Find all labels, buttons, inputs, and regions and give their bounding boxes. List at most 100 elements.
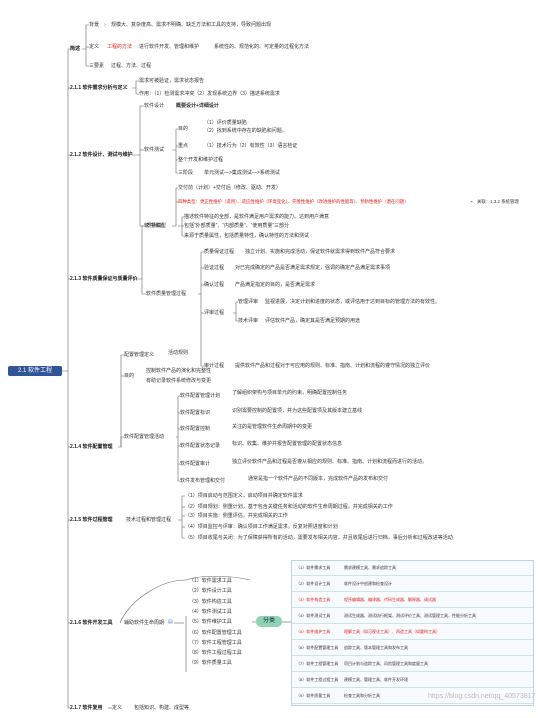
maintenance-label: 软件维护 (144, 223, 165, 229)
category-node[interactable]: 分类 (256, 616, 282, 627)
overview-definition-red: 工程的方法 (107, 44, 133, 50)
config-status-text: 标识、收集、维护并报告配置管理的配置状态信息 (232, 441, 343, 447)
quality-model-a: 描述软件特征的全部，是软件满足用户需求的能力。达到用户满意 (184, 214, 330, 220)
config-definition-text: 活动规则 (168, 350, 189, 356)
tool-item: （1）软件需求工具 (189, 578, 232, 584)
config-identify-label: 软件配置标识 (180, 410, 211, 416)
table-row: （4）软件测试工具 测试生成器、测试执行框架、测试评价工具、测试管理工具、性能分析… (292, 609, 533, 625)
tools-sub-label: 辅助软件生命周期 (124, 620, 165, 626)
quality-model-label: 质量模型 (146, 223, 167, 229)
process-sub-label: 技术过程和管理过程 (126, 517, 172, 523)
table-cell-tool: （7）软件工程管理工具 (296, 661, 339, 666)
overview-elements-label: 三要素 (89, 63, 105, 69)
table-row: （2）软件设计工具软件设计中创建和检查设计 (292, 577, 533, 593)
table-cell-desc: 测试生成器、测试执行框架、测试评价工具、测试管理工具、性能分析工具 (344, 613, 476, 618)
tool-item: （2）软件设计工具 (189, 588, 232, 595)
verification-text: 对已完成确定的产品是否满足需求规定，强调的确定产品满足需求事项 (235, 265, 391, 271)
process-step-1: （1）项目启动与范围定义，启动项目并确定软件需求 (185, 493, 303, 499)
management-review-text: 监视进展，决定计划和进度的状态，或评估用于达到目标的管理方法的有效性。 (265, 299, 441, 305)
table-row: （8）软件工程过程工具建模工具、管理工具、软件开发环境 (292, 673, 533, 689)
config-purpose-a: 控制软件产品的演化和完整性 (146, 368, 212, 374)
qa-process-label: 质量保证过程 (204, 249, 235, 255)
management-review-label: 管理评审 (238, 299, 259, 305)
link-icon[interactable]: ⌁ (470, 199, 474, 205)
tool-item: （3）软件构造工具 (189, 598, 232, 605)
table-row: （1）软件需求工具 需求建模工具、需求追踪工具 (292, 561, 533, 577)
note-icon[interactable]: ▤ (168, 619, 173, 625)
config-definition-label: 配置管理定义 (124, 352, 155, 358)
testing-flow: 整个开发和维护过程 (178, 157, 224, 163)
reuse-definition-label: 定义 (112, 705, 123, 711)
testing-target-label: 目的 (178, 126, 189, 132)
testing-target-1: （1）评价质量缺陷 (204, 120, 247, 126)
table-cell-tool: （8）软件工程过程工具 (296, 677, 339, 682)
config-audit-label: 软件配置审计 (180, 461, 211, 467)
audit-label: 审计过程 (204, 363, 225, 369)
maintenance-text-a: 交付前（计划）+交付后（修改、驱动、开发） (178, 185, 281, 191)
verification-label: 验证过程 (204, 265, 225, 271)
review-label: 评审过程 (204, 310, 225, 316)
quality-management-label: 软件质量管理过程 (146, 291, 187, 297)
section-overview[interactable]: 简述 (70, 46, 81, 52)
root-node[interactable]: 2.1 软件工程 (8, 366, 62, 376)
process-step-3: （3）项目实施：侧重评估，并完成相关的工作 (185, 513, 288, 519)
maintenance-note[interactable]: 关联：1.3.2 系统管理 (477, 199, 519, 204)
design-label: 软件设计 (144, 103, 165, 109)
table-cell-desc: 项目计划与追踪工具、风险管理工具和度量工具 (344, 661, 428, 666)
table-cell-tool: （9）软件质量工具 (296, 693, 331, 698)
config-purpose-label: 目的 (124, 373, 135, 379)
table-cell-tool: （5）软件维护工具 (296, 629, 331, 634)
reuse-definition-text: 包括知识、构建、成型等 (134, 705, 190, 711)
config-audit-text: 独立评价软件产品和过程是否遵从相应的规则、标准、指南、计划和流程而进行的活动。 (232, 459, 428, 465)
config-control-label: 软件配置控制 (180, 426, 211, 432)
tool-item: （5）软件维护工具 (189, 619, 232, 626)
section-quality[interactable]: 2.1.3 软件质量保证与质量评价 (70, 276, 138, 282)
table-cell-tool: （1）软件需求工具 (296, 565, 331, 570)
design-text: 概要设计+详细设计 (176, 103, 219, 109)
section-design-test-maintain[interactable]: 2.1.2 软件设计、测试与维护 (70, 152, 133, 158)
section-requirements[interactable]: 2.1.1 软件需求分析与定义 (70, 85, 128, 91)
config-activities-label: 软件配置管理活动 (124, 434, 165, 440)
table-row: （3）软件构造工具程序编辑器、编译器、代码生成器、解释器、调试器 (292, 593, 533, 609)
table-cell-desc: 软件设计中创建和检查设计 (344, 581, 392, 586)
testing-focus-text: （1）技术行为（2）有效性（3）语言检证 (204, 143, 298, 149)
overview-background-text: 规模大、复杂度高、需求不明确、缺乏方法和工具的支持，导致问题出现 (111, 22, 272, 28)
quality-model-c: 来源于质量属性，包括质量特性，确认特性的方法和测试 (184, 233, 310, 239)
validation-label: 确认过程 (204, 282, 225, 288)
testing-stages-label: 三阶段 (178, 170, 194, 176)
table-row: （9）软件质量工具检查工具和分析工具 (292, 689, 533, 705)
qa-process-text: 独立计划、实施和完成活动，保证软件就需求得到软件产品符合要求 (245, 249, 396, 255)
requirements-note-a: 需求可被验证，需求状态报告 (139, 78, 205, 84)
section-reuse[interactable]: 2.1.7 软件复用 (70, 705, 103, 711)
maintenance-types: 四种类型：更正性维护（适用）、适应性维护（环境变化）、完善性维护（改进维护的性能… (178, 199, 409, 204)
watermark: https://blog.csdn.net/qq_40573817 (428, 693, 536, 700)
section-configuration[interactable]: 2.1.4 软件配置管理 (70, 444, 113, 450)
config-status-label: 软件配置状态记录 (180, 443, 221, 449)
config-purpose-b: 有助记录软件系统修改与变更 (146, 378, 212, 384)
table-row: （6）软件配置管理工具追踪工具、版本管理工具和发布工具 (292, 641, 533, 657)
config-release-label: 软件发布管理和交付 (180, 478, 226, 484)
section-process[interactable]: 2.1.5 软件过程管理 (70, 517, 113, 523)
tool-item: （9）软件质量工具 (189, 660, 232, 667)
requirements-note-b: 作用：（1）检测需求冲突（2）发现系统边界（3）描述系统需求 (139, 91, 280, 97)
tool-item: （4）软件测试工具 (189, 608, 232, 615)
tool-item: （7）软件工程管理工具 (189, 639, 242, 646)
validation-text: 产品满足指定的目的，是否满足需求 (235, 282, 316, 288)
section-tools[interactable]: 2.1.6 软件开发工具 (70, 620, 113, 626)
technical-review-text: 评估软件产品，确定其是否满足预期的用途 (265, 318, 361, 324)
overview-definition-tail: 系统性的、规范化的、可定量的过程化方法 (214, 44, 310, 50)
arrow-right-icon: › (104, 22, 106, 28)
table-cell-desc: 理解工具（如可视化工具）、再造工具（如重构工具） (344, 629, 440, 634)
overview-elements-text: 过程、方法、过程 (111, 63, 152, 69)
overview-definition-text: 进行软件开发、管理和维护 (139, 44, 200, 50)
config-plan-text: 了解组织架构与项目单元的约束，明确配置控制任务 (232, 390, 348, 396)
testing-target-2: （2）找到系统中存在的缺陷和问题。 (204, 128, 287, 134)
table-cell-desc: 程序编辑器、编译器、代码生成器、解释器、调试器 (344, 597, 436, 602)
technical-review-label: 技术评审 (238, 318, 259, 324)
config-control-text: 关注的是管理软件生命周期中的变更 (232, 424, 313, 430)
overview-definition-label: 定义 (89, 44, 100, 50)
table-cell-tool: （4）软件测试工具 (296, 613, 331, 618)
table-cell-desc: 需求建模工具、需求追踪工具 (344, 565, 396, 570)
